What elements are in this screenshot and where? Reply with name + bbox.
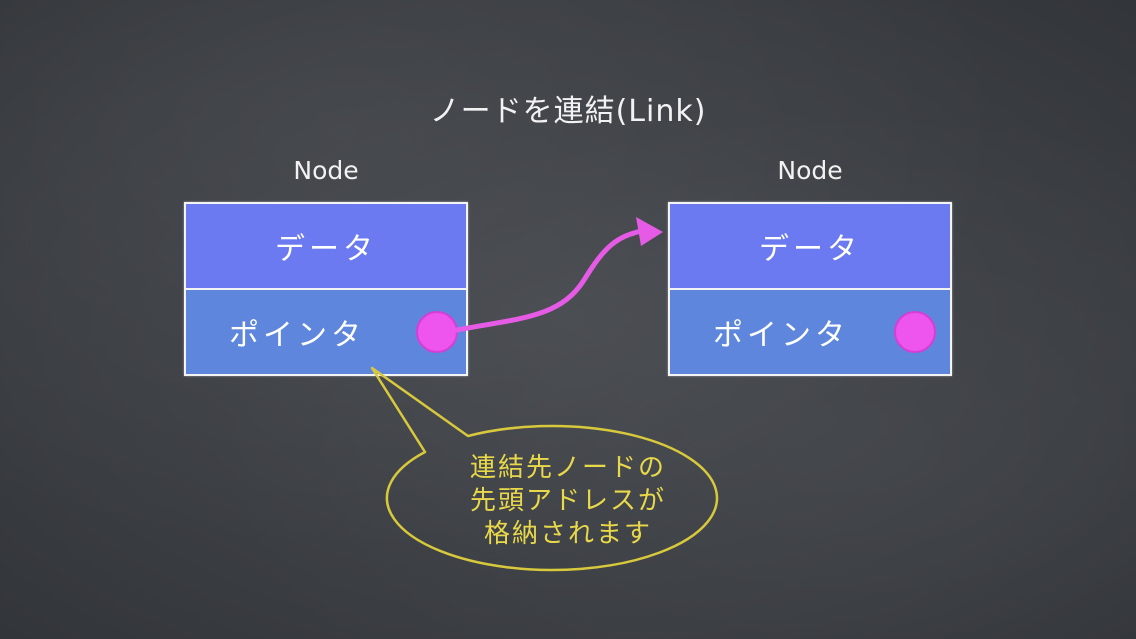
node-2: データ ポインタ — [668, 202, 952, 376]
node-1-data-cell: データ — [186, 204, 466, 290]
node-1: データ ポインタ — [184, 202, 468, 376]
callout-line-2: 先頭アドレスが — [469, 486, 666, 516]
diagram-title: ノードを連結(Link) — [429, 94, 707, 129]
node-1-pointer-cell: ポインタ — [186, 290, 466, 374]
node-1-pointer-text: ポインタ — [229, 318, 365, 353]
link-arrow-line — [454, 227, 649, 333]
node-2-label: Node — [777, 156, 843, 185]
node-2-pointer-text: ポインタ — [713, 318, 849, 353]
callout-line-3: 格納されます — [483, 519, 652, 549]
node-1-label: Node — [293, 156, 359, 185]
callout-balloon — [370, 366, 719, 572]
callout-text: 連結先ノードの 先頭アドレスが 格納されます — [418, 452, 718, 551]
node-2-data-cell: データ — [670, 204, 950, 290]
callout-line-1: 連結先ノードの — [469, 453, 666, 483]
link-arrow-head — [636, 217, 663, 246]
node-2-pointer-dot — [894, 311, 936, 353]
node-2-data-text: データ — [759, 232, 861, 267]
node-1-data-text: データ — [275, 232, 377, 267]
